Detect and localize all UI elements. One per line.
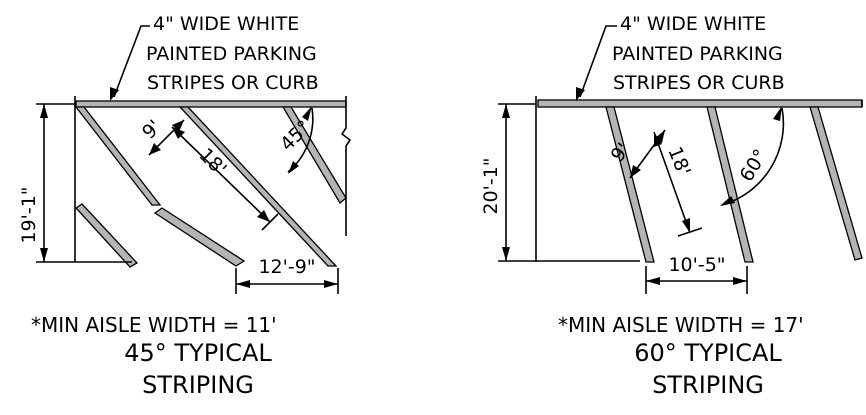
arrowhead (324, 280, 338, 288)
curb-band-60 (537, 99, 863, 108)
detail-60-degree: 4" WIDE WHITE PAINTED PARKING STRIPES OR… (480, 13, 863, 399)
arrowhead (40, 104, 48, 118)
stall-depth-label: 20'-1" (480, 157, 502, 214)
parking-stripe (75, 203, 139, 268)
arrowhead (733, 277, 747, 285)
callout-text-line1: 4" WIDE WHITE (620, 13, 766, 35)
detail-title-line1: 60° TYPICAL (634, 339, 782, 367)
angle-label: 60° (736, 145, 773, 185)
arrowhead (773, 106, 782, 121)
arrowhead (110, 87, 119, 101)
arrowhead (172, 127, 185, 139)
parking-stripe (178, 106, 338, 267)
callout-text-line2: PAINTED PARKING (146, 43, 317, 65)
arrowhead (502, 104, 510, 118)
arrowhead (720, 196, 735, 206)
break-line (340, 96, 352, 236)
arrowhead (576, 87, 585, 101)
arrowhead (302, 106, 312, 121)
arrowhead (40, 248, 48, 262)
extension-line (261, 213, 279, 231)
callout-text-line1: 4" WIDE WHITE (153, 13, 299, 35)
arrowhead (172, 120, 184, 132)
detail-45-degree: 4" WIDE WHITE PAINTED PARKING STRIPES OR… (18, 13, 352, 399)
curb-width-label: 12'-9" (258, 256, 315, 278)
dimension-line (653, 131, 691, 234)
arrowhead (682, 218, 690, 233)
dimension-line (171, 126, 271, 223)
parking-stripe (706, 106, 754, 263)
arrowhead (149, 143, 161, 155)
extension-line (677, 227, 703, 237)
parking-stripe (74, 106, 162, 206)
arrowhead (288, 161, 299, 174)
arrowhead (646, 277, 660, 285)
detail-title-line2: STRIPING (142, 371, 254, 399)
parking-stripe (809, 106, 863, 261)
stall-width-label: 9' (607, 139, 635, 166)
angle-arc (721, 107, 785, 206)
callout-text-line2: PAINTED PARKING (612, 43, 783, 65)
arrowhead (257, 210, 270, 222)
arrowhead (502, 247, 510, 261)
callout-leader (113, 25, 150, 98)
aisle-note: *MIN AISLE WIDTH = 11' (31, 313, 277, 337)
arrowhead (236, 280, 250, 288)
callout-leader (579, 25, 617, 98)
arrowhead (630, 165, 641, 178)
aisle-note: *MIN AISLE WIDTH = 17' (558, 313, 804, 337)
curb-band-45 (75, 100, 347, 108)
detail-title-line2: STRIPING (652, 371, 764, 399)
callout-text-line3: STRIPES OR CURB (147, 72, 319, 94)
stall-width-label: 9' (138, 116, 166, 144)
callout-text-line3: STRIPES OR CURB (613, 72, 785, 94)
parking-stripe (281, 106, 347, 204)
stall-depth-label: 19'-1" (18, 186, 40, 243)
curb-width-label: 10'-5" (668, 254, 725, 276)
parking-stripe (153, 207, 246, 267)
parking-stripe (605, 106, 655, 263)
arrowhead (654, 132, 662, 147)
detail-title-line1: 45° TYPICAL (124, 339, 272, 367)
